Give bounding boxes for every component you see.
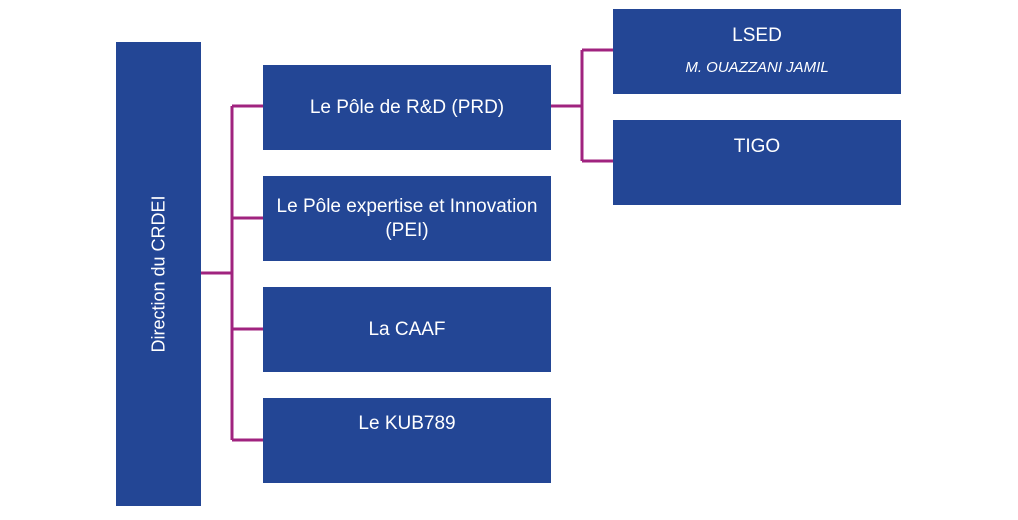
department-label-prd: Le Pôle de R&D (PRD) (309, 96, 505, 118)
department-box-caaf: La CAAF (263, 287, 551, 372)
subunit-label-lsed: LSED (732, 25, 782, 46)
subunit-label-tigo: TIGO (733, 136, 781, 157)
department-label-pei: Le Pôle expertise et Innovation (PEI) (276, 195, 538, 241)
subunit-box-lsed: LSED M. OUAZZANI JAMIL (613, 9, 901, 94)
department-box-prd: Le Pôle de R&D (PRD) (263, 65, 551, 150)
department-box-kub: Le KUB789 (263, 398, 551, 483)
root-label: Direction du CRDEI (148, 195, 168, 353)
department-label-kub: Le KUB789 (358, 413, 456, 434)
department-label-caaf: La CAAF (368, 318, 446, 340)
subunit-box-tigo: TIGO (613, 120, 901, 205)
subunit-head-lsed: M. OUAZZANI JAMIL (685, 59, 829, 76)
root-box: Direction du CRDEI (116, 42, 201, 506)
department-box-pei: Le Pôle expertise et Innovation (PEI) (263, 176, 551, 261)
